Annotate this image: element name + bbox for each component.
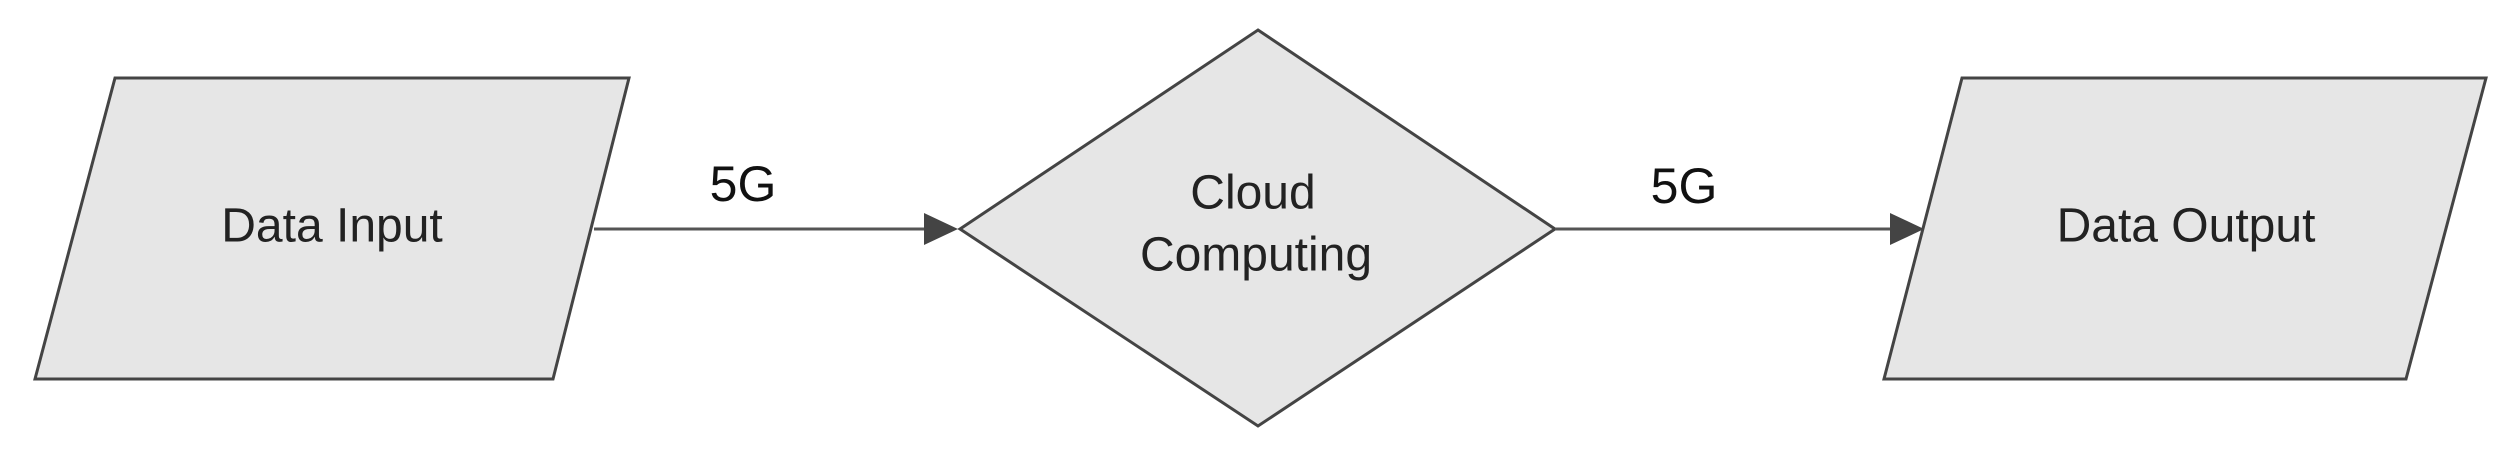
edge-input-to-cloud-label: 5G (710, 156, 777, 212)
node-data-input[interactable]: Data Input (33, 76, 631, 381)
edge-cloud-to-output: 5G (1555, 158, 1924, 245)
data-input-shape (33, 76, 631, 381)
edge-cloud-to-output-arrowhead (1890, 213, 1924, 245)
edge-input-to-cloud: 5G (594, 156, 958, 245)
edge-cloud-to-output-label: 5G (1651, 158, 1718, 214)
edge-input-to-cloud-arrowhead (924, 213, 958, 245)
cloud-computing-label-line1: Cloud (1190, 167, 1315, 220)
data-output-shape (1882, 76, 2488, 381)
data-input-label: Data Input (221, 200, 442, 253)
node-cloud-computing[interactable]: Cloud Computing (957, 28, 1558, 428)
data-output-label: Data Output (2057, 200, 2316, 253)
cloud-computing-label-line2: Computing (1140, 229, 1372, 282)
node-data-output[interactable]: Data Output (1882, 76, 2488, 381)
cloud-computing-shape (957, 28, 1558, 428)
